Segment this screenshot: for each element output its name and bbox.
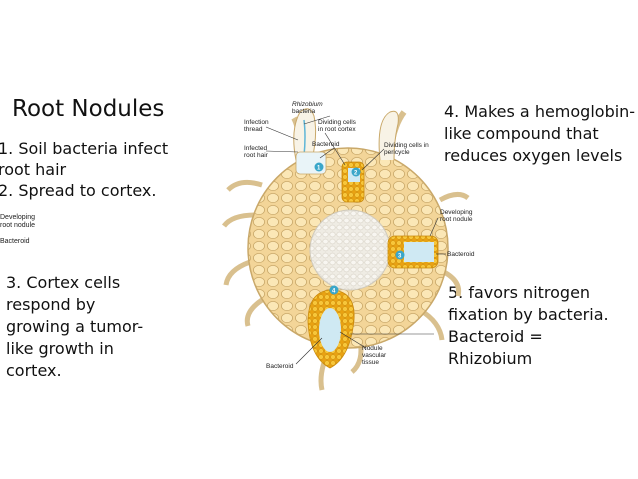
step-number-1: 1 [317,166,321,172]
label-developing-nodule-1: Developing [440,209,473,216]
label-bacteria: bacteria [292,108,316,115]
point-5: 5. favors nitrogen fixation by bacteria.… [448,282,638,370]
label-developing-nodule-2: root nodule [440,216,473,223]
step-number-4: 4 [332,289,336,295]
point-3-line-4: like growth in [6,339,114,358]
point-5-line-3: Bacteroid = [448,327,543,346]
root-hair [244,297,264,327]
label-dividing-pericycle-2: pericycle [384,149,410,156]
point-3-line-5: cortex. [6,361,62,380]
point-4-line-3: reduces oxygen levels [444,146,623,165]
leader-lines [265,115,446,365]
step-circle-2 [351,167,361,177]
label-nodule-vascular-2: vascular [362,352,387,359]
label-dividing-cortex-2: in root cortex [318,126,356,133]
label-bacteroid-right: Bacteroid [447,251,475,258]
step-number-3: 3 [398,254,402,260]
point-1: 1. Soil bacteria infect root hair 2. Spr… [0,138,198,201]
vascular-cylinder [309,209,391,291]
root-hair-with-bacteria [378,110,399,161]
label-infection-thread-1: Infection [244,119,269,126]
slide-title: Root Nodules [12,96,165,122]
point-5-line-2: fixation by bacteria. [448,305,609,324]
clipped-label-bacteroid: Bacteroid [0,238,30,245]
mature-nodule [307,289,355,369]
root-hair [226,179,263,192]
label-dividing-pericycle-1: Dividing cells in [384,142,429,149]
point-4: 4. Makes a hemoglobin- like compound tha… [444,101,638,167]
label-nodule-vascular-1: Nodule [362,345,383,352]
label-bacteroid-top: Bacteroid [312,141,340,148]
clipped-label-developing: Developing [0,214,36,221]
root-hair [223,259,251,286]
step-circle-4 [329,285,339,295]
point-3: 3. Cortex cells respond by growing a tum… [6,272,196,382]
step-number-2: 2 [354,171,358,177]
step-circle-3 [395,250,405,260]
point-5-line-4: Rhizobium [448,349,533,368]
point-1-line-1: 1. Soil bacteria infect [0,139,169,158]
label-rhizobium: Rhizobium [292,101,323,108]
point-3-line-1: 3. Cortex cells [6,273,121,292]
clipped-label-root-nodule: root nodule [0,222,36,229]
root-hair [438,192,470,203]
point-4-line-1: 4. Makes a hemoglobin- [444,102,636,121]
point-3-line-2: respond by [6,295,96,314]
point-2: 2. Spread to cortex. [0,181,157,200]
label-infection-thread-2: thread [244,126,263,133]
point-3-line-3: growing a tumor- [6,317,144,336]
label-nodule-vascular-3: tissue [362,359,379,366]
step-circle-1 [314,162,324,172]
root-hair [221,212,256,228]
point-5-line-1: 5. favors nitrogen [448,283,591,302]
label-dividing-cortex-1: Dividing cells [318,119,357,126]
label-infected-root-hair-2: root hair [244,152,269,159]
point-4-line-2: like compound that [444,124,599,143]
label-bacteroid-bottom: Bacteroid [266,363,294,370]
label-infected-root-hair-1: Infected [244,145,268,152]
point-1-line-2: root hair [0,160,67,179]
